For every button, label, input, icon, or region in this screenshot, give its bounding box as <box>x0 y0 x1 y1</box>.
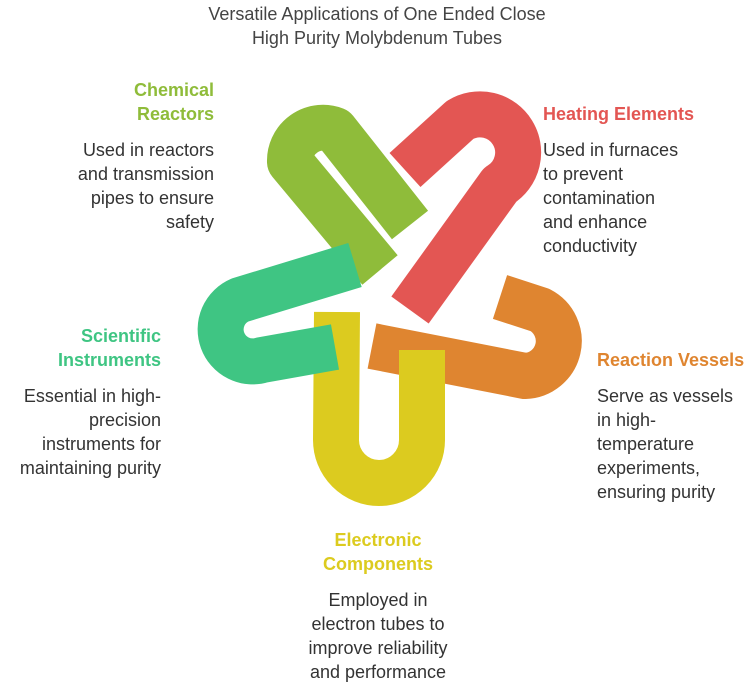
electronic-components-block: Electronic Components Employed in electr… <box>278 528 478 684</box>
heating-elements-block: Heating Elements Used in furnaces to pre… <box>543 102 694 258</box>
desc-line: Used in furnaces <box>543 140 679 160</box>
desc-line: to prevent <box>543 164 624 184</box>
chemical-reactors-description: Used in reactors and transmission pipes … <box>78 138 214 234</box>
desc-line: conductivity <box>543 236 638 256</box>
desc-line: experiments, <box>597 458 701 478</box>
heading-line: Chemical <box>133 80 214 100</box>
desc-line: ensuring purity <box>597 482 716 502</box>
chemical-link <box>267 104 429 285</box>
reaction-vessels-block: Reaction Vessels Serve as vessels in hig… <box>597 348 744 504</box>
desc-line: contamination <box>543 188 656 208</box>
heading-line: Instruments <box>57 350 161 370</box>
electronic-link <box>313 311 445 506</box>
desc-line: improve reliability <box>308 638 448 658</box>
desc-line: Essential in high- <box>23 386 161 406</box>
scientific-link <box>197 242 362 385</box>
heading-line: Heating Elements <box>543 104 695 124</box>
desc-line: instruments for <box>41 434 161 454</box>
electronic-components-heading: Electronic Components <box>278 528 478 576</box>
heading-line: Components <box>323 554 433 574</box>
title-line-1: Versatile Applications of One Ended Clos… <box>208 4 546 24</box>
chemical-reactors-heading: Chemical Reactors <box>78 78 214 126</box>
scientific-instruments-heading: Scientific Instruments <box>20 324 161 372</box>
heading-line: Scientific <box>80 326 161 346</box>
desc-line: and enhance <box>543 212 648 232</box>
heading-line: Reaction Vessels <box>597 350 745 370</box>
heating-elements-heading: Heating Elements <box>543 102 694 126</box>
chemical-reactors-block: Chemical Reactors Used in reactors and t… <box>78 78 214 234</box>
desc-line: pipes to ensure <box>90 188 214 208</box>
scientific-instruments-description: Essential in high- precision instruments… <box>20 384 161 480</box>
desc-line: Employed in <box>328 590 428 610</box>
desc-line: and performance <box>309 662 447 682</box>
desc-line: in high- <box>597 410 657 430</box>
electronic-components-description: Employed in electron tubes to improve re… <box>278 588 478 684</box>
desc-line: temperature <box>597 434 695 454</box>
heading-line: Electronic <box>334 530 422 550</box>
desc-line: electron tubes to <box>311 614 445 634</box>
desc-line: precision <box>88 410 161 430</box>
heading-line: Reactors <box>136 104 214 124</box>
diagram-title: Versatile Applications of One Ended Clos… <box>127 2 627 50</box>
desc-line: safety <box>165 212 214 232</box>
desc-line: Used in reactors <box>82 140 214 160</box>
reaction-link <box>367 275 582 399</box>
desc-line: Serve as vessels <box>597 386 734 406</box>
scientific-instruments-block: Scientific Instruments Essential in high… <box>20 324 161 480</box>
heating-elements-description: Used in furnaces to prevent contaminatio… <box>543 138 694 258</box>
reaction-vessels-description: Serve as vessels in high- temperature ex… <box>597 384 744 504</box>
reaction-vessels-heading: Reaction Vessels <box>597 348 744 372</box>
desc-line: maintaining purity <box>19 458 161 478</box>
heating-link <box>389 91 542 324</box>
title-line-2: High Purity Molybdenum Tubes <box>251 28 503 48</box>
desc-line: and transmission <box>77 164 214 184</box>
